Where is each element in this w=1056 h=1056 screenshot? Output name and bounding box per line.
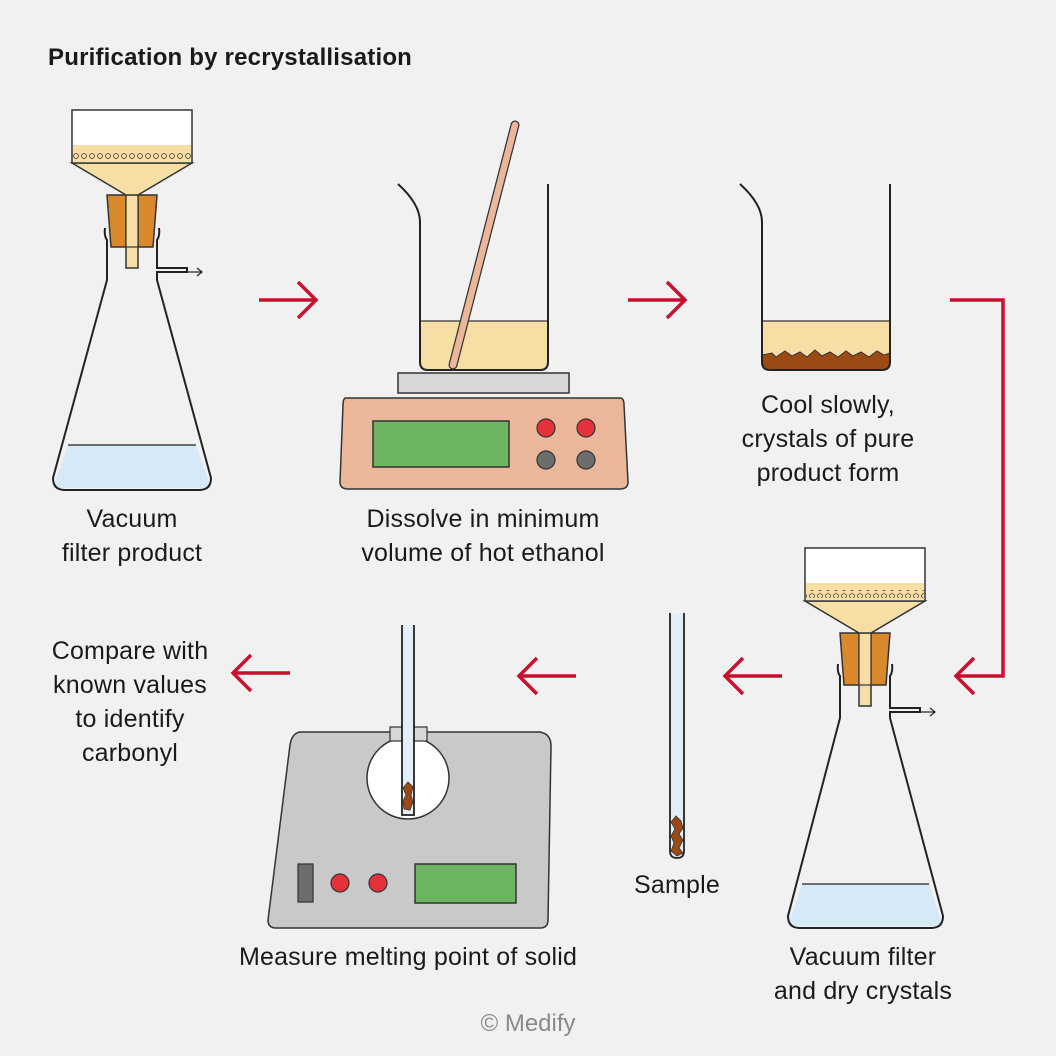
beaker-glass	[397, 183, 549, 371]
capillary-sample	[670, 815, 684, 857]
step-2-label: Dissolve in minimum volume of hot ethano…	[361, 505, 605, 567]
melting-point-apparatus	[267, 625, 552, 929]
arrow-step2-to-step3	[628, 280, 688, 320]
apparatus-sample	[402, 781, 414, 811]
buchner-flask-1	[51, 109, 213, 491]
funnel-cone-2	[802, 600, 928, 634]
arrow-step5-to-step6	[516, 656, 576, 696]
capillary-tube	[669, 613, 685, 859]
apparatus-button-1	[330, 873, 350, 893]
arrow-step3-to-step4	[950, 298, 1005, 696]
beaker-glass-2	[739, 183, 891, 371]
hotplate-top	[397, 372, 570, 394]
funnel-stem-inner	[125, 194, 139, 248]
copyright: © Medify	[480, 1010, 576, 1037]
hotplate-button-red-2	[576, 418, 596, 438]
arrow-step1-to-step2	[259, 280, 319, 320]
arrows	[230, 280, 1005, 696]
filter-paper	[73, 152, 191, 160]
beaker-hot-ethanol	[397, 120, 549, 371]
apparatus-display	[414, 863, 517, 904]
filter-paper-2	[806, 590, 924, 598]
step-7-label: Compare with known values to identify ca…	[51, 637, 209, 767]
page-title: Purification by recrystallisation	[48, 44, 413, 71]
flask-filtrate-2	[788, 884, 943, 926]
beaker-crystals	[739, 183, 891, 371]
step-1-label: Vacuum filter product	[61, 505, 203, 567]
arrow-step4-to-step5	[722, 656, 782, 696]
hotplate-button-red-1	[536, 418, 556, 438]
flask-body-2	[786, 663, 945, 929]
step-6-label: Measure melting point of solid	[238, 943, 578, 971]
apparatus-capillary	[401, 625, 415, 816]
ethanol-solution	[420, 321, 548, 370]
flask-body	[51, 227, 213, 491]
hotplate-button-grey-2	[576, 450, 596, 470]
apparatus-switch	[297, 863, 314, 903]
funnel-cone	[69, 162, 195, 196]
arrow-step6-to-step7	[230, 653, 290, 693]
hotplate	[339, 372, 629, 490]
flask-filtrate	[53, 445, 211, 488]
step-4-label: Vacuum filter and dry crystals	[773, 943, 953, 1005]
apparatus-button-2	[368, 873, 388, 893]
step-3-label: Cool slowly, crystals of pure product fo…	[741, 391, 915, 487]
buchner-flask-2	[786, 547, 945, 929]
hotplate-display	[372, 420, 510, 468]
step-5-label: Sample	[634, 871, 720, 899]
hotplate-button-grey-1	[536, 450, 556, 470]
